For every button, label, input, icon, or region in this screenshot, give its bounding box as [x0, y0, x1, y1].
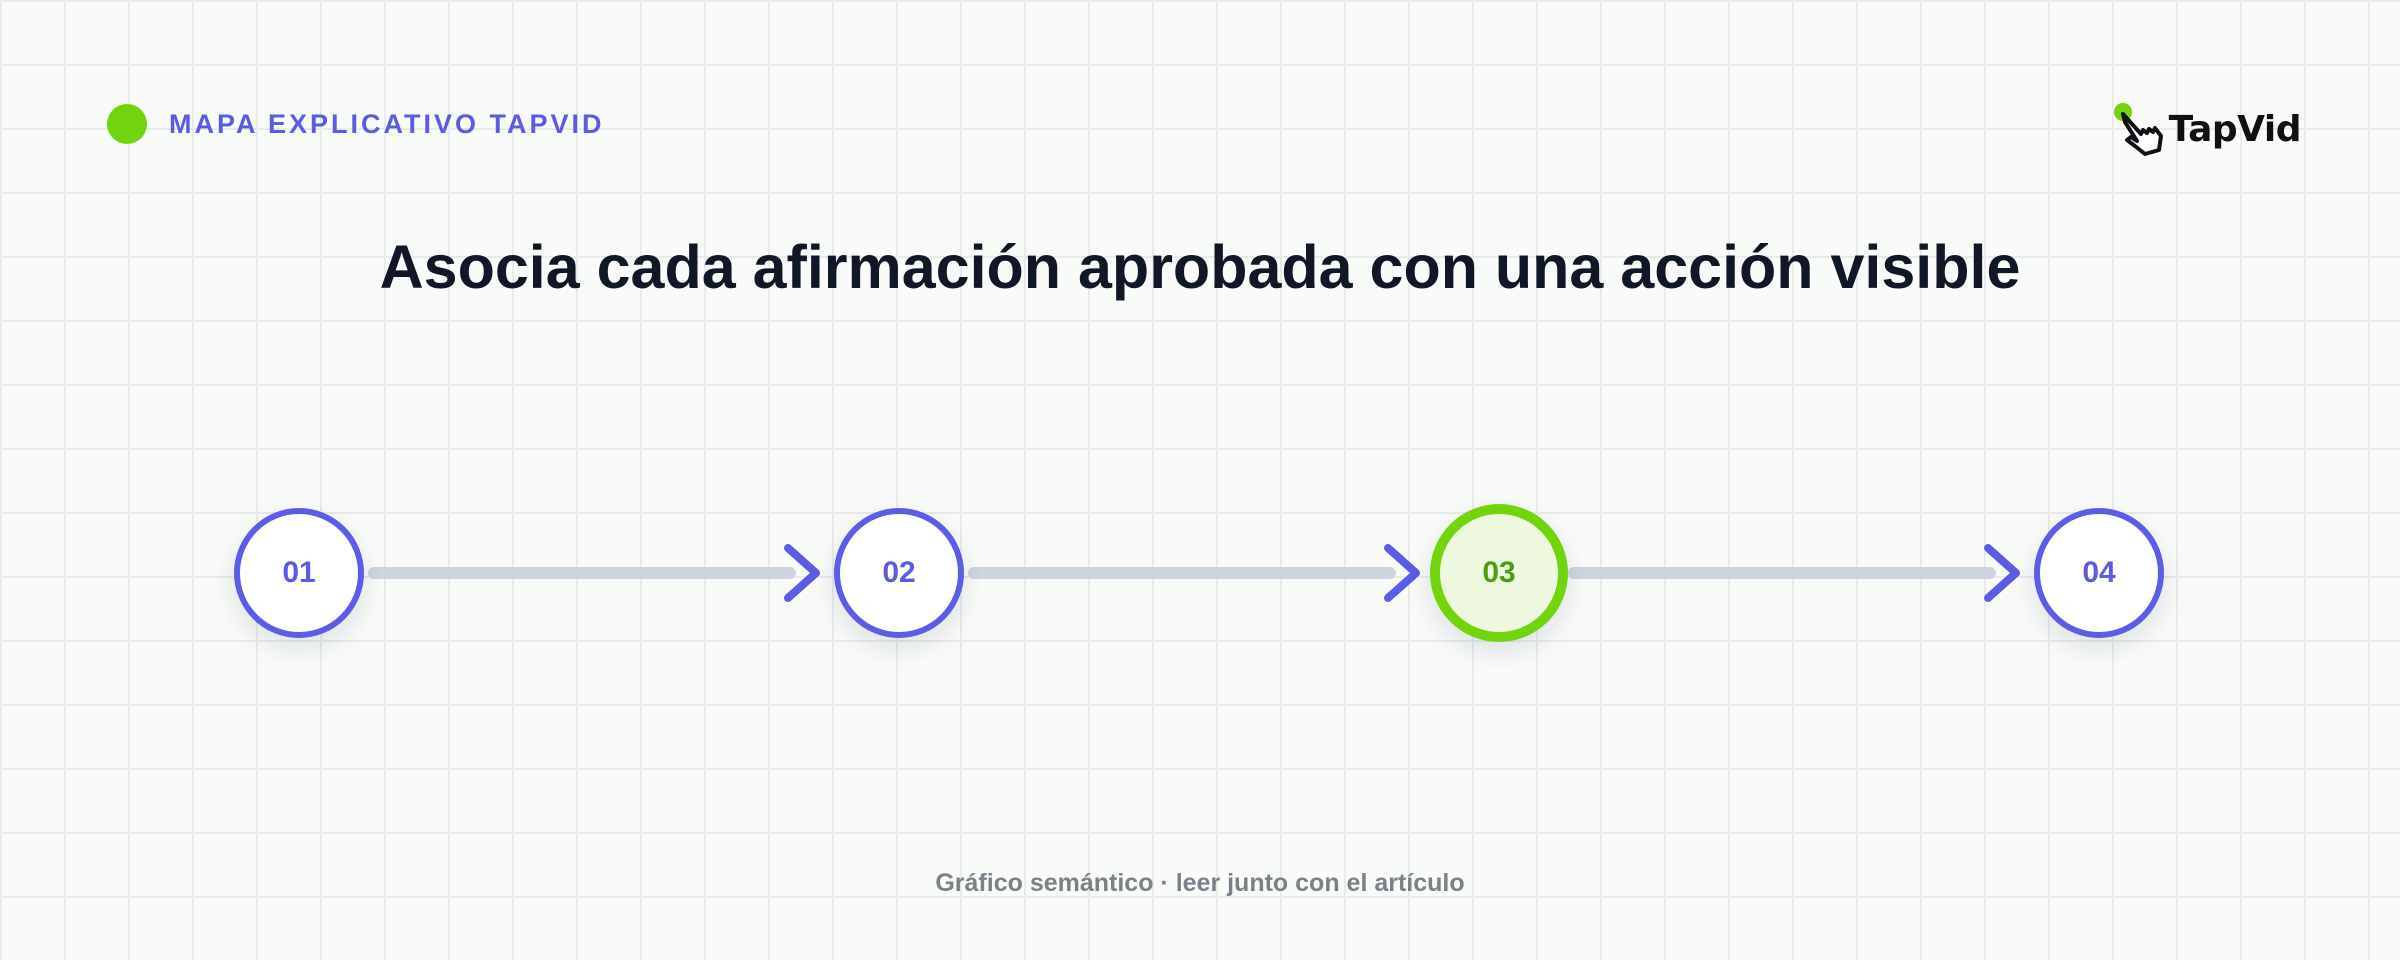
step-label: 04: [2082, 556, 2116, 589]
step-nodes: 01 02 03 04: [234, 504, 2164, 642]
brand-dot: [107, 104, 147, 144]
connector-arrow: [368, 544, 820, 602]
step-label: 02: [882, 556, 915, 589]
brand-tag-text: MAPA EXPLICATIVO TAPVID: [169, 108, 605, 139]
step-circle-active: [1430, 504, 1568, 642]
step-label: 03: [1482, 556, 1515, 589]
footer-caption: Gráfico semántico · leer junto con el ar…: [935, 869, 1465, 897]
step-circle: [234, 508, 364, 638]
logo-text: TapVid: [2168, 108, 2302, 150]
page-title: Asocia cada afirmación aprobada con una …: [379, 233, 2021, 301]
connectors: [368, 544, 2020, 602]
tapvid-logo: TapVid: [2111, 100, 2302, 158]
step-node: 01: [234, 508, 364, 638]
step-node: 03: [1430, 504, 1568, 642]
connector-arrow: [968, 544, 1420, 602]
step-circle: [834, 508, 964, 638]
step-node: 04: [2034, 508, 2164, 638]
step-circle: [2034, 508, 2164, 638]
arrow-head-icon: [1384, 544, 1420, 602]
arrow-head-icon: [784, 544, 820, 602]
step-label: 01: [282, 556, 315, 589]
step-node: 02: [834, 508, 964, 638]
connector-arrow: [1568, 544, 2020, 602]
arrow-head-icon: [1984, 544, 2020, 602]
brand-tag: MAPA EXPLICATIVO TAPVID: [107, 104, 605, 144]
hand-pointer-icon: [2113, 103, 2163, 156]
